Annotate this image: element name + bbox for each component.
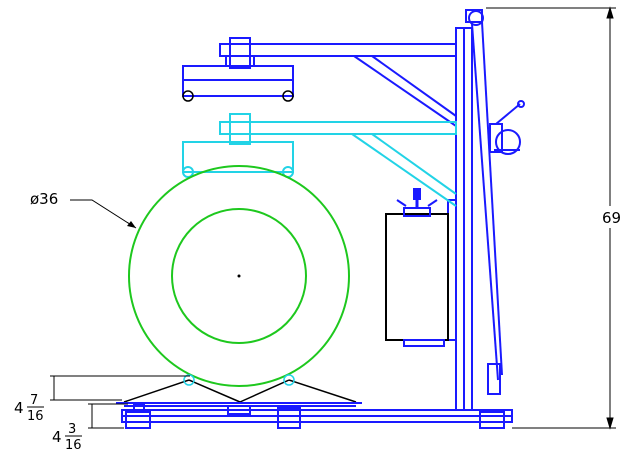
diameter-label: ø36 [30, 190, 58, 208]
svg-text:4: 4 [52, 428, 62, 446]
svg-text:4: 4 [14, 399, 24, 417]
turntable-cradle [123, 374, 357, 403]
svg-text:7: 7 [30, 393, 38, 408]
winch-assembly [489, 100, 525, 155]
roll [128, 165, 350, 387]
roll-center-point [237, 274, 241, 278]
roll-outer [128, 165, 350, 387]
mast [447, 9, 503, 411]
roller-offset-dimension [50, 375, 190, 429]
upper-arm-rollers [182, 90, 294, 102]
base-frame [121, 403, 513, 429]
turntable [116, 402, 362, 415]
offset-fraction-top: 4 7 16 [14, 393, 44, 424]
diameter-dimension: ø36 [30, 190, 137, 229]
svg-text:16: 16 [65, 438, 82, 453]
roll-core [171, 208, 307, 344]
film-carriage [385, 188, 449, 347]
upper-arm [182, 37, 457, 127]
offset-fraction-bottom: 4 3 16 [52, 422, 82, 453]
svg-text:16: 16 [27, 409, 44, 424]
lower-arm [182, 113, 457, 207]
svg-text:3: 3 [68, 422, 76, 437]
height-dimension [486, 6, 616, 430]
height-label: 69 [602, 209, 621, 227]
